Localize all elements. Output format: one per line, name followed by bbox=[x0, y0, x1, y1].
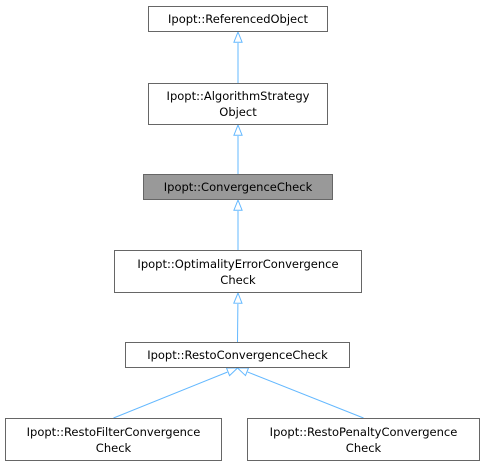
node-label-line: Ipopt::RestoFilterConvergence bbox=[26, 424, 201, 439]
node-label-line: Check bbox=[95, 440, 132, 455]
node-optimality-error-convergence-check[interactable]: Ipopt::OptimalityErrorConvergence Check bbox=[114, 250, 362, 293]
edge-line bbox=[113, 371, 228, 419]
node-label-line: Ipopt::RestoPenaltyConvergence bbox=[269, 424, 458, 439]
node-label-line: Check bbox=[345, 440, 382, 455]
edge-arrowhead bbox=[225, 367, 239, 377]
edge-arrowhead bbox=[233, 123, 243, 136]
node-referenced-object[interactable]: Ipopt::ReferencedObject bbox=[148, 6, 328, 32]
edge-arrowhead bbox=[233, 30, 243, 43]
node-resto-filter-convergence-check[interactable]: Ipopt::RestoFilterConvergence Check bbox=[5, 418, 222, 461]
node-convergence-check: Ipopt::ConvergenceCheck bbox=[143, 174, 333, 200]
node-label-line: Ipopt::AlgorithmStrategy bbox=[166, 89, 310, 103]
edge-arrowhead bbox=[233, 291, 243, 304]
node-label-line: Ipopt::RestoConvergenceCheck bbox=[147, 348, 328, 362]
edge-arrowhead bbox=[233, 198, 243, 211]
node-label-line: Ipopt::OptimalityErrorConvergence bbox=[137, 256, 339, 271]
node-label-line: Object bbox=[219, 105, 257, 119]
node-label-line: Check bbox=[220, 272, 256, 287]
node-label-line: Ipopt::ReferencedObject bbox=[168, 12, 308, 26]
node-algorithm-strategy-object[interactable]: Ipopt::AlgorithmStrategy Object bbox=[148, 83, 328, 125]
node-label-line: Ipopt::ConvergenceCheck bbox=[163, 180, 313, 194]
edge-line bbox=[247, 371, 364, 419]
edge-arrowhead bbox=[236, 367, 250, 377]
node-resto-convergence-check[interactable]: Ipopt::RestoConvergenceCheck bbox=[125, 342, 350, 368]
node-resto-penalty-convergence-check[interactable]: Ipopt::RestoPenaltyConvergence Check bbox=[247, 418, 480, 461]
